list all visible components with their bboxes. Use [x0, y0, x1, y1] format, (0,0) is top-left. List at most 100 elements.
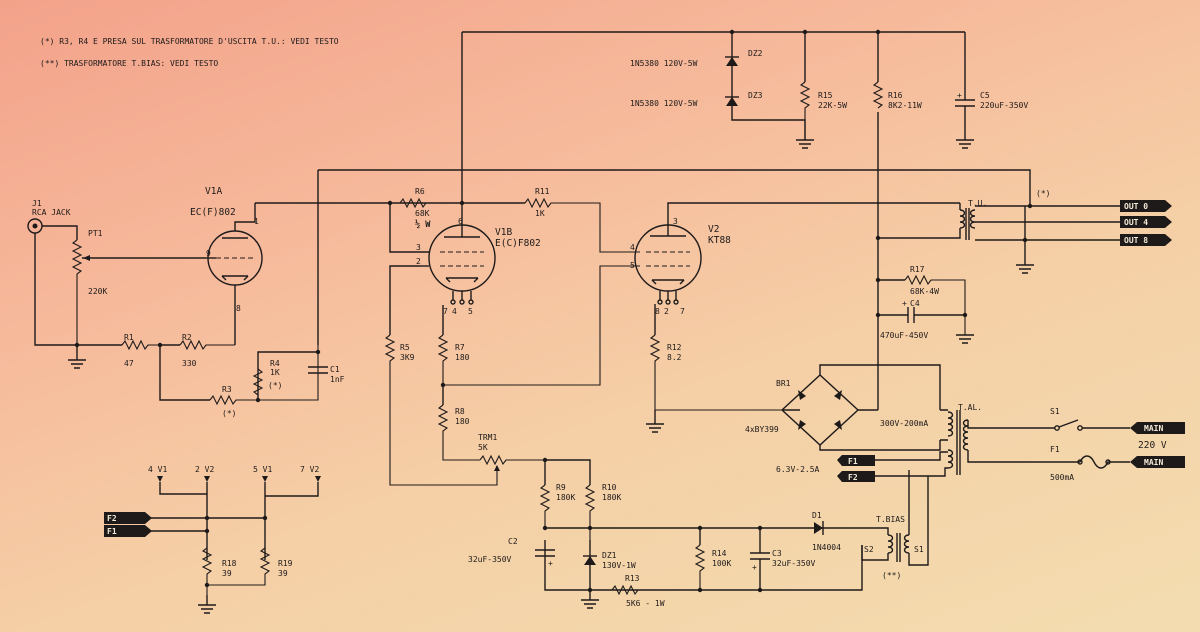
resistor-r9: R9 180K	[539, 483, 575, 528]
v1a-type: EC(F)802	[190, 207, 236, 218]
out-4-terminal[interactable]	[1120, 216, 1172, 228]
f2-tap[interactable]	[837, 471, 875, 482]
capacitor-c2: + C2 32uF-350V	[468, 537, 555, 568]
main-terminal-1[interactable]	[1130, 422, 1185, 434]
r8-value: 180	[455, 417, 470, 426]
r18-ref: R18	[222, 559, 237, 568]
heater-wiring	[150, 476, 321, 614]
r16-ref: R16	[888, 91, 903, 100]
heater-2v2: 2 V2	[195, 465, 214, 474]
potentiometer-pt1[interactable]: PT1 220K	[71, 229, 205, 345]
resistor-r1: R1 47	[68, 333, 160, 369]
c5-ref: C5	[980, 91, 990, 100]
heater-taps[interactable]: F2 F1	[104, 512, 152, 537]
dz2-value: 1N5380 120V-5W	[630, 59, 698, 68]
v2-pin2: 2	[664, 307, 669, 316]
c2-value: 32uF-350V	[468, 555, 512, 564]
c1-value: 1nF	[330, 375, 345, 384]
tube-v1a: V1A EC(F)802 1 9 8	[190, 186, 462, 345]
r17-value: 68K-4W	[910, 287, 939, 296]
resistor-r2: R2 330	[160, 333, 235, 368]
mains-voltage: 220 V	[1138, 440, 1167, 451]
resistor-r15: R15 22K-5W	[796, 81, 847, 149]
out-0-terminal[interactable]	[1120, 200, 1172, 212]
v2-pin7: 7	[680, 307, 685, 316]
heater-f2-label: F2	[107, 514, 117, 523]
r7-ref: R7	[455, 343, 465, 352]
mains-transformer-tal: T.AL. 300V-200mA 6.3V-2.5A	[776, 403, 1080, 477]
v1b-pin6: 6	[458, 217, 463, 226]
svg-text:+: +	[752, 563, 757, 572]
mains-terminals[interactable]: MAIN MAIN 220 V	[1130, 422, 1185, 468]
heater-taps-mains[interactable]: F1 F2	[837, 455, 875, 482]
c5-value: 220uF-350V	[980, 101, 1028, 110]
r12-ref: R12	[667, 343, 682, 352]
heater-4v1: 4 V1	[148, 465, 167, 474]
v1a-pin8: 8	[236, 304, 241, 313]
tal-ref: T.AL.	[958, 403, 982, 412]
svg-text:+: +	[902, 299, 907, 308]
capacitor-c4: + C4 470uF-450V	[878, 299, 965, 340]
note-2: (**) TRASFORMATORE T.BIAS: VEDI TESTO	[40, 59, 218, 68]
v2-pin3: 3	[673, 217, 678, 226]
v2-pin4: 4	[630, 243, 635, 252]
zener-dz3: DZ3 1N5380 120V-5W	[630, 91, 763, 108]
trimmer-trm1[interactable]: TRM1 5K	[478, 433, 545, 471]
heater-f1-label: F1	[107, 527, 117, 536]
v1a-pin1: 1	[254, 217, 259, 226]
heater-f2-tap[interactable]	[104, 512, 152, 524]
r18-value: 39	[222, 569, 232, 578]
main-terminal-2[interactable]	[1130, 456, 1185, 468]
dz3-value: 1N5380 120V-5W	[630, 99, 698, 108]
tu-ref: T.U.	[968, 199, 987, 208]
resistor-r14: R14 100K	[694, 528, 731, 590]
v1b-pin2: 2	[416, 257, 421, 266]
r14-value: 100K	[712, 559, 731, 568]
resistor-r3: R3 (*)	[159, 345, 319, 418]
r4-value: 1K	[270, 368, 280, 377]
svg-text:+: +	[548, 559, 553, 568]
capacitor-c5: + C5 220uF-350V	[955, 91, 1028, 149]
resistor-r11: R11 1K	[462, 187, 640, 253]
heater-7v2: 7 V2	[300, 465, 319, 474]
r15-ref: R15	[818, 91, 833, 100]
r16-value: 8K2-11W	[888, 101, 922, 110]
f1-value: 500mA	[1050, 473, 1074, 482]
heater-f1-tap[interactable]	[104, 525, 152, 537]
r11-value: 1K	[535, 209, 545, 218]
tbias-s1: S1	[914, 545, 924, 554]
v1b-pin5: 5	[468, 307, 473, 316]
tal-hv: 300V-200mA	[880, 419, 928, 428]
out-8-terminal[interactable]	[1120, 234, 1172, 246]
resistor-r16: R16 8K2-11W	[872, 81, 922, 110]
main-label-1: MAIN	[1144, 424, 1163, 433]
r9-ref: R9	[556, 483, 566, 492]
c2-ref: C2	[508, 537, 518, 546]
s1-ref: S1	[1050, 407, 1060, 416]
r4-ref: R4	[270, 359, 280, 368]
b-plus-rail	[461, 31, 966, 410]
fuse-f1: F1 500mA	[1050, 445, 1130, 482]
output-terminals[interactable]: OUT 0 OUT 4 OUT 8	[1120, 200, 1172, 246]
power-switch-s1[interactable]: S1	[1050, 407, 1130, 431]
trm1-ref: TRM1	[478, 433, 497, 442]
dz1-ref: DZ1	[602, 551, 617, 560]
dz1-value: 130V-1W	[602, 561, 636, 570]
v2-type: KT88	[708, 235, 731, 246]
input-jack-j1[interactable]: J1 RCA JACK	[27, 199, 78, 346]
c4-ref: C4	[910, 299, 920, 308]
f1-tap[interactable]	[837, 455, 875, 466]
r6-value: 68K	[415, 209, 430, 218]
c3-value: 32uF-350V	[772, 559, 816, 568]
r6-ref: R6	[415, 187, 425, 196]
r12-value: 8.2	[667, 353, 682, 362]
tal-lv: 6.3V-2.5A	[776, 465, 820, 474]
resistor-r12: R12 8.2	[646, 304, 800, 433]
r1-ref: R1	[124, 333, 134, 342]
bias-transformer: T.BIAS S2 S1 (**)	[861, 470, 929, 580]
svg-text:+: +	[957, 91, 962, 100]
bridge-rectifier-br1: BR1 4xBY399	[745, 364, 941, 451]
r14-ref: R14	[712, 549, 727, 558]
